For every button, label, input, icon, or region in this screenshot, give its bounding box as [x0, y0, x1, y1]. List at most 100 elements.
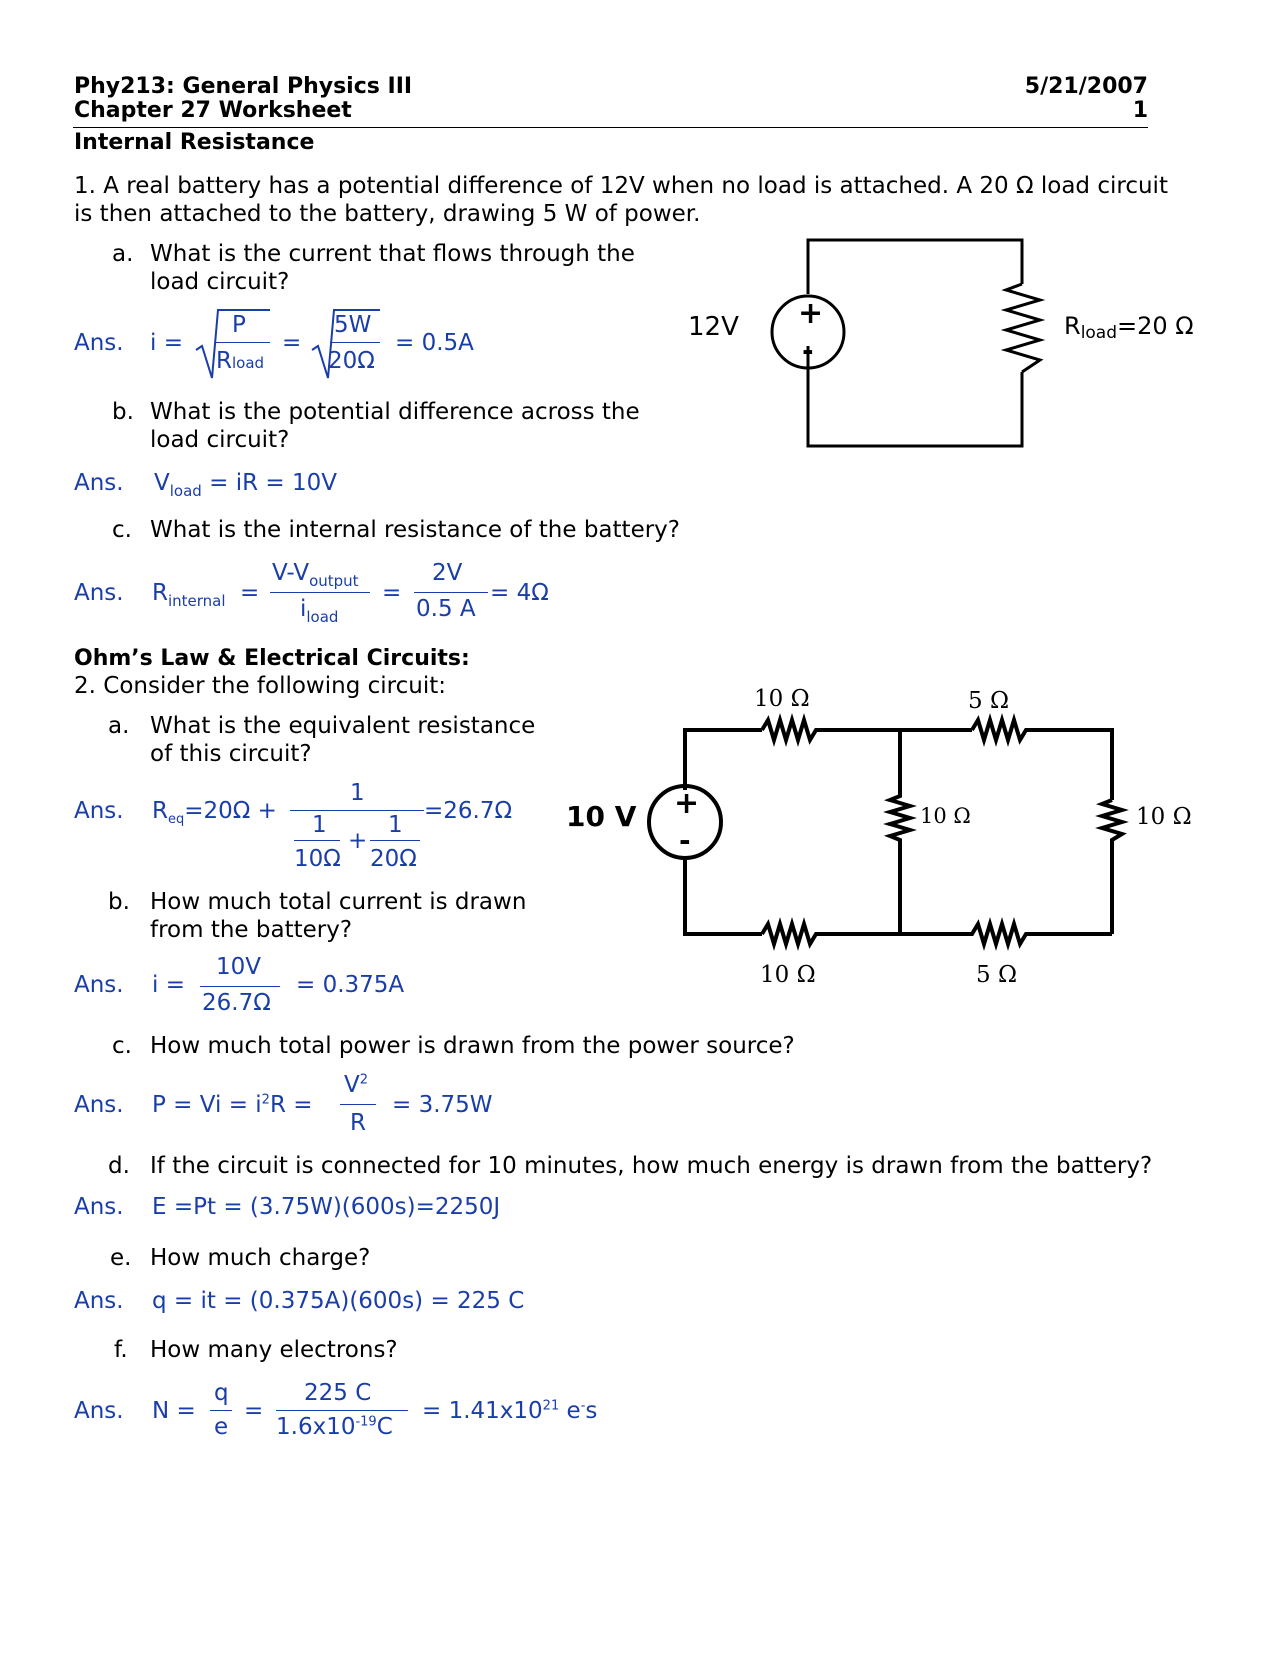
ans1c-r: Rinternal — [152, 580, 226, 610]
ans1a-f2-den: 20Ω — [328, 348, 375, 374]
ans2a-one: 1 — [350, 780, 365, 806]
section-title-ohms-law: Ohm’s Law & Electrical Circuits: — [74, 646, 470, 671]
ans2f-f1-num: q — [214, 1380, 229, 1406]
ans2f-f1-den: e — [214, 1414, 229, 1440]
ans2a-a-num: 1 — [312, 812, 327, 838]
fraction-bar — [340, 1104, 376, 1105]
minus-icon: - — [802, 334, 814, 367]
ans1a-result: = 0.5A — [395, 330, 474, 356]
ans1a-eq: = — [282, 330, 302, 356]
voltage-source-10v — [647, 784, 723, 860]
ans-label: Ans. — [74, 1194, 124, 1220]
fraction-bar — [200, 986, 280, 987]
ans2a-b-den: 20Ω — [370, 846, 417, 872]
label-r-bot-right: 5 Ω — [976, 962, 1018, 988]
problem-2: 2. Consider the following circuit: — [74, 673, 446, 699]
ans-label: Ans. — [74, 1288, 124, 1314]
ans-label: Ans. — [74, 330, 124, 356]
q2e-label: e. — [110, 1245, 132, 1271]
q1b-label: b. — [112, 399, 134, 425]
ans1a-f1-num: P — [232, 312, 246, 338]
ans-label: Ans. — [74, 470, 124, 496]
ans2f-result: = 1.41x1021 e-s — [422, 1398, 598, 1424]
q2a-label: a. — [108, 713, 130, 739]
circuit1-load-label: Rload=20 Ω — [1064, 312, 1194, 343]
q1c-label: c. — [112, 517, 132, 543]
q2c-line1: How much total power is drawn from the p… — [150, 1033, 795, 1059]
sqrt-sign — [311, 309, 380, 379]
ans2b-result: = 0.375A — [296, 972, 405, 998]
ans2e: q = it = (0.375A)(600s) = 225 C — [152, 1288, 525, 1314]
section-title-internal-resistance: Internal Resistance — [74, 130, 315, 155]
ans2a-plus: + — [348, 828, 368, 854]
problem-1-line2: is then attached to the battery, drawing… — [74, 201, 701, 227]
plus-icon: + — [798, 296, 824, 331]
label-r-right: 10 Ω — [1136, 804, 1192, 830]
resistor-load — [1000, 282, 1046, 374]
ans2d: E =Pt = (3.75W)(600s)=2250J — [152, 1194, 501, 1220]
fraction-bar — [330, 342, 380, 343]
ans-label: Ans. — [74, 798, 124, 824]
ans1c-f2-num: 2V — [432, 560, 463, 586]
label-r-mid: 10 Ω — [920, 804, 971, 828]
ans1b: Vload = iR = 10V — [154, 470, 337, 500]
q2e-line1: How much charge? — [150, 1245, 371, 1271]
ans2f-f2-num: 225 C — [304, 1380, 372, 1406]
q2b-line1: How much total current is drawn — [150, 889, 527, 915]
q2f-line1: How many electrons? — [150, 1337, 398, 1363]
fraction-bar — [270, 592, 370, 593]
ans-label: Ans. — [74, 1092, 124, 1118]
voltage-source-12v — [770, 294, 846, 370]
circuit2-source-label: 10 V — [566, 800, 637, 833]
fraction-bar — [216, 342, 270, 343]
ans2c-result: = 3.75W — [392, 1092, 493, 1118]
label-r-bot-left: 10 Ω — [760, 962, 816, 988]
ans1c-eq1: = — [240, 580, 260, 606]
ans2c-den: R — [350, 1110, 366, 1136]
q2d-line1: If the circuit is connected for 10 minut… — [150, 1153, 1153, 1179]
ans2a-result: =26.7Ω — [424, 798, 513, 824]
problem-1-line1: 1. A real battery has a potential differ… — [74, 173, 1168, 199]
sqrt-sign — [195, 309, 270, 379]
ans2c-num: V2 — [344, 1072, 369, 1098]
ans2f-f2-den: 1.6x10-19C — [276, 1414, 393, 1440]
ans2a-b-num: 1 — [388, 812, 403, 838]
q2a-line1: What is the equivalent resistance — [150, 713, 536, 739]
header-date: 5/21/2007 — [1024, 74, 1148, 99]
fraction-bar — [294, 840, 340, 841]
ans-label: Ans. — [74, 580, 124, 606]
ans2f-eq: = — [244, 1398, 264, 1424]
fraction-bar — [210, 1410, 232, 1411]
plus-icon: + — [674, 786, 700, 821]
circuit1-source-label: 12V — [688, 312, 739, 342]
q2b-label: b. — [108, 889, 130, 915]
ans1a-f2-num: 5W — [334, 312, 372, 338]
course-title: Phy213: General Physics III — [74, 74, 413, 99]
ans1c-f2-den: 0.5 A — [416, 596, 476, 622]
header-rule — [73, 127, 1148, 128]
ans1c-eq2: = — [382, 580, 402, 606]
q1a-line2: load circuit? — [150, 269, 290, 295]
ans2a-r: Req=20Ω + — [152, 798, 277, 827]
label-r-top-right: 5 Ω — [968, 688, 1010, 714]
q2c-label: c. — [112, 1033, 132, 1059]
ans2f-lhs: N = — [152, 1398, 196, 1424]
chapter-title: Chapter 27 Worksheet — [74, 98, 352, 123]
ans2c-lhs: P = Vi = i2R = — [152, 1092, 313, 1118]
label-r-top-left: 10 Ω — [754, 686, 810, 712]
q2b-line2: from the battery? — [150, 917, 353, 943]
q1a-label: a. — [112, 241, 134, 267]
fraction-bar — [276, 1410, 408, 1411]
q2a-line2: of this circuit? — [150, 741, 312, 767]
fraction-bar — [290, 810, 424, 811]
ans-label: Ans. — [74, 1398, 124, 1424]
ans1c-f1-den: iload — [300, 596, 339, 626]
q2d-label: d. — [108, 1153, 130, 1179]
ans2b-num: 10V — [216, 954, 262, 980]
fraction-bar — [414, 592, 488, 593]
q1b-line1: What is the potential difference across … — [150, 399, 640, 425]
q1c-line1: What is the internal resistance of the b… — [150, 517, 680, 543]
page-number: 1 — [1132, 98, 1148, 123]
